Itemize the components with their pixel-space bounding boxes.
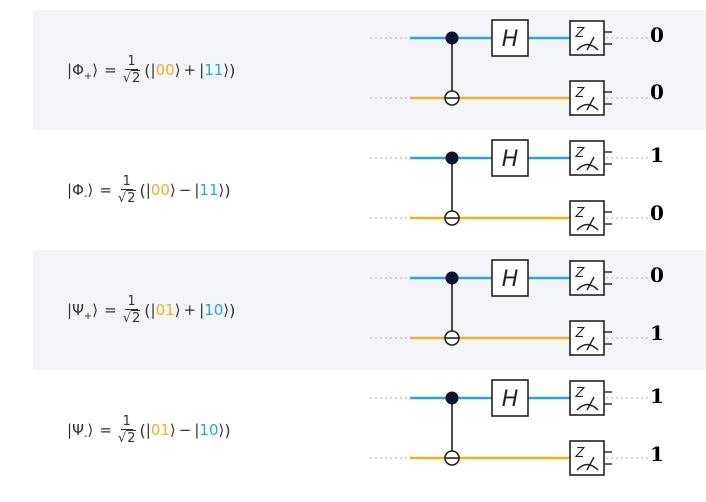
equals-sign: = <box>99 421 112 439</box>
state-ket: |Φ-⟩ <box>67 181 94 202</box>
bell-state-formula: |Ψ-⟩ = 1 √2 ( |01⟩ − |10⟩ ) <box>67 414 231 446</box>
ket-bits: 00 <box>150 181 170 199</box>
bell-state-formula: |Φ-⟩ = 1 √2 ( |00⟩ − |11⟩ ) <box>67 174 231 206</box>
normalization-fraction: 1 √2 <box>122 54 141 86</box>
measurement-result: 0 <box>650 23 664 47</box>
ket-bits: 01 <box>155 301 175 319</box>
measurement-result: 1 <box>650 143 664 167</box>
ket-bits: 10 <box>199 421 219 439</box>
equals-sign: = <box>99 181 112 199</box>
bell-state-row-phi-plus: |Φ+⟩ = 1 √2 ( |00⟩ + |11⟩ ) <box>33 10 706 130</box>
state-ket: |Ψ+⟩ <box>67 301 99 322</box>
normalization-fraction: 1 √2 <box>122 294 141 326</box>
state-ket: |Ψ-⟩ <box>67 421 94 442</box>
bell-state-row-psi-minus: |Ψ-⟩ = 1 √2 ( |01⟩ − |10⟩ ) <box>33 370 706 490</box>
normalization-fraction: 1 √2 <box>117 174 136 206</box>
bell-state-formula: |Φ+⟩ = 1 √2 ( |00⟩ + |11⟩ ) <box>67 54 236 86</box>
ket-bits: 11 <box>204 61 224 79</box>
bell-state-row-psi-plus: |Ψ+⟩ = 1 √2 ( |01⟩ + |10⟩ ) <box>33 250 706 370</box>
measurement-result: 1 <box>650 442 664 466</box>
normalization-fraction: 1 √2 <box>117 414 136 446</box>
measurement-result: 0 <box>650 80 664 104</box>
ket-bits: 11 <box>199 181 219 199</box>
equals-sign: = <box>104 61 117 79</box>
measurement-result: 0 <box>650 263 664 287</box>
ket-bits: 10 <box>204 301 224 319</box>
measurement-result: 0 <box>650 201 664 225</box>
bell-state-row-phi-minus: |Φ-⟩ = 1 √2 ( |00⟩ − |11⟩ ) <box>33 130 706 250</box>
measurement-result: 1 <box>650 384 664 408</box>
measurement-result: 1 <box>650 321 664 345</box>
ket-bits: 01 <box>150 421 170 439</box>
equals-sign: = <box>104 301 117 319</box>
ket-bits: 00 <box>155 61 175 79</box>
state-ket: |Φ+⟩ <box>67 61 99 82</box>
bell-state-formula: |Ψ+⟩ = 1 √2 ( |01⟩ + |10⟩ ) <box>67 294 236 326</box>
